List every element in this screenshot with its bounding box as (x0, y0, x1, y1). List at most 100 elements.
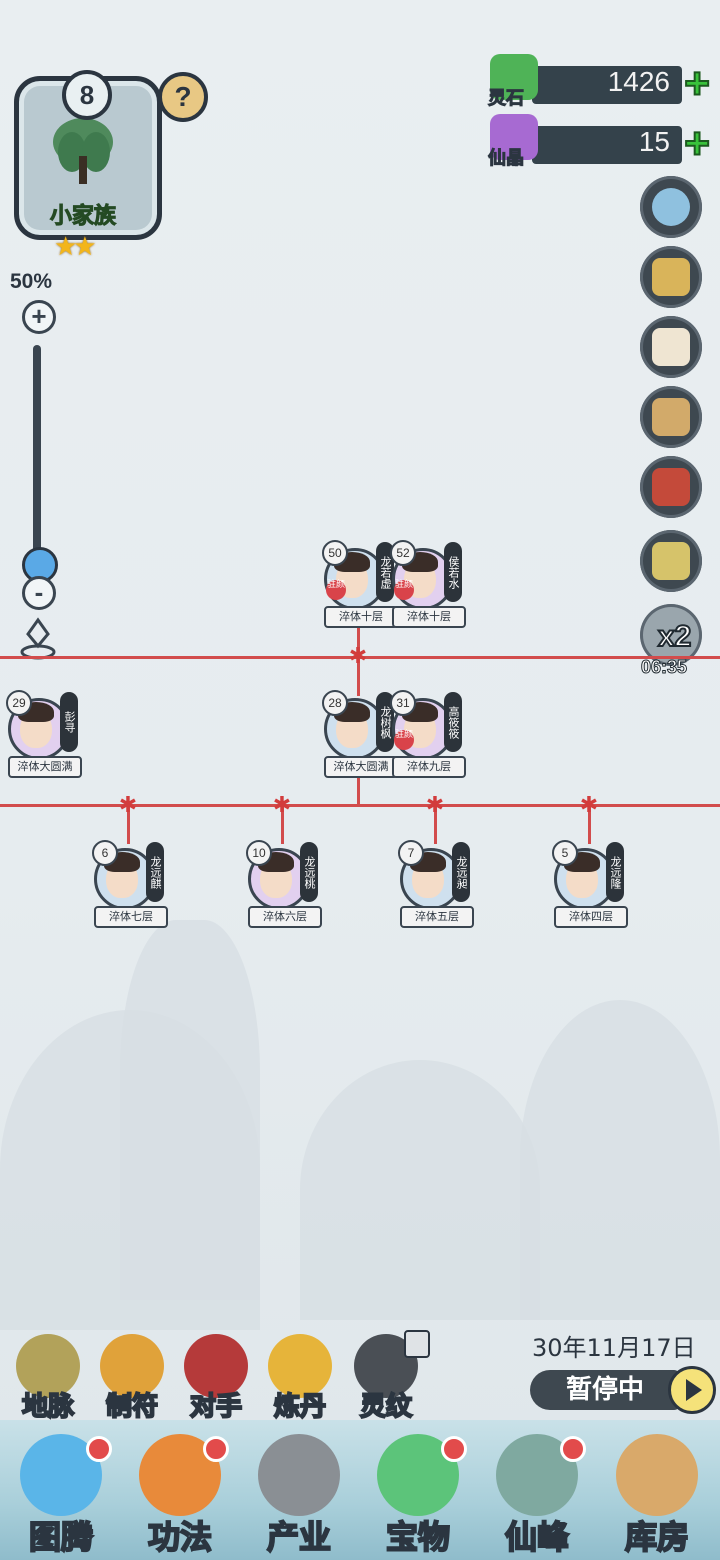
spirit-stone-counter: 灵石 1426 + (488, 54, 712, 110)
member-realm: 淬体四层 (554, 906, 628, 928)
member-realm: 淬体十层 (324, 606, 398, 628)
member-card[interactable]: 29 彭寻 淬体大圆满 (6, 688, 82, 778)
nav-label: 库房 (624, 1517, 690, 1557)
map-button[interactable] (640, 246, 702, 308)
tree-knot-icon: ✱ (579, 793, 599, 818)
zoom-in-button[interactable]: + (22, 300, 56, 334)
clan-name: 小家族 (49, 204, 116, 230)
book-button[interactable] (640, 456, 702, 518)
member-age: 29 (6, 690, 32, 716)
tree-line (127, 804, 130, 844)
scroll-button[interactable] (640, 386, 702, 448)
alchemy-button[interactable]: 炼丹 (262, 1330, 338, 1423)
member-seal: 驻颜 (326, 580, 346, 600)
speed-timer: 06:35 (640, 657, 688, 678)
member-realm: 淬体六层 (248, 906, 322, 928)
pause-control[interactable]: 暂停中 (530, 1366, 716, 1414)
member-name: 龙若虚 (376, 542, 394, 602)
currency-label: 仙晶 (488, 148, 525, 170)
play-icon[interactable] (668, 1366, 716, 1414)
add-spirit-stone-button[interactable]: + (683, 59, 711, 108)
add-immortal-crystal-button[interactable]: + (683, 119, 711, 168)
help-button[interactable]: ? (158, 72, 208, 122)
spirit-stone-icon (490, 54, 538, 100)
nav-label: 图腾 (28, 1517, 94, 1557)
tree-line (588, 804, 591, 844)
member-card[interactable]: 5 龙远隆 淬体四层 (552, 838, 628, 928)
member-realm: 淬体十层 (392, 606, 466, 628)
nav-label: 宝物 (385, 1517, 451, 1557)
nav-industry[interactable]: 产业 (240, 1428, 358, 1558)
currency-label: 灵石 (488, 88, 525, 110)
tree-line (0, 656, 720, 659)
spirit-pattern-button[interactable]: 灵纹 (348, 1330, 430, 1423)
notification-dot (86, 1436, 112, 1462)
counter-bar (532, 66, 682, 104)
speed-button[interactable] (640, 604, 702, 666)
member-card[interactable]: 50 龙若虚 驻颜 淬体十层 (322, 538, 398, 628)
nav-label: 仙峰 (504, 1517, 570, 1557)
member-name: 龙远桃 (300, 842, 318, 902)
treasure-bag-icon (616, 1434, 698, 1516)
earth-vein-icon (16, 1334, 80, 1398)
member-name: 高筱筱 (444, 692, 462, 752)
background-mountain (300, 1060, 540, 1320)
talisman-icon (100, 1334, 164, 1398)
immortal-crystal-icon (490, 114, 538, 160)
nav-label: 功法 (147, 1517, 213, 1557)
member-name: 龙远昶 (452, 842, 470, 902)
pause-status: 暂停中 (530, 1370, 680, 1410)
member-name: 龙树枫 (376, 692, 394, 752)
tree-line (357, 774, 360, 806)
member-card[interactable]: 10 龙远桃 淬体六层 (246, 838, 322, 928)
background-mountain (520, 1000, 720, 1320)
nav-treasure[interactable]: 宝物 (359, 1428, 477, 1558)
zoom-slider[interactable] (33, 345, 41, 567)
member-age: 6 (92, 840, 118, 866)
lock-icon (404, 1330, 430, 1358)
notification-dot (203, 1436, 229, 1462)
letter-button[interactable] (640, 316, 702, 378)
settings-button[interactable] (640, 176, 702, 238)
member-card[interactable]: 6 龙远麒 淬体七层 (92, 838, 168, 928)
member-name: 彭寻 (60, 692, 78, 752)
zoom-level: 50% (10, 270, 53, 293)
cauldron-icon (268, 1334, 332, 1398)
scroll-icon (652, 398, 690, 436)
member-age: 50 (322, 540, 348, 566)
tree-knot-icon: ✱ (118, 793, 138, 818)
member-age: 5 (552, 840, 578, 866)
earth-vein-button[interactable]: 地脉 (10, 1330, 86, 1423)
counter-bar (532, 126, 682, 164)
member-age: 7 (398, 840, 424, 866)
notification-dot (441, 1436, 467, 1462)
plaque-button[interactable] (640, 530, 702, 592)
talisman-button[interactable]: 制符 (94, 1330, 170, 1423)
bottom-nav-bar (0, 1420, 720, 1560)
mountain-hall-icon (258, 1434, 340, 1516)
rival-button[interactable]: 对手 (178, 1330, 254, 1423)
nav-storehouse[interactable]: 库房 (598, 1428, 716, 1558)
zoom-out-button[interactable]: - (22, 576, 56, 610)
member-seal: 驻颜 (394, 580, 414, 600)
action-label: 地脉 (21, 1391, 75, 1423)
member-card[interactable]: 52 侯若水 驻颜 淬体十层 (390, 538, 466, 628)
member-name: 龙远麒 (146, 842, 164, 902)
action-label: 制符 (105, 1391, 159, 1423)
tree-knot-icon: ✱ (272, 793, 292, 818)
nav-totem[interactable]: 图腾 (2, 1428, 120, 1558)
locate-icon[interactable] (18, 616, 58, 660)
member-card[interactable]: 7 龙远昶 淬体五层 (398, 838, 474, 928)
member-card[interactable]: 31 高筱筱 驻颜 淬体九层 (390, 688, 466, 778)
member-seal: 驻颜 (394, 730, 414, 750)
nav-peak[interactable]: 仙峰 (478, 1428, 596, 1558)
clan-stars: ★★ (54, 232, 97, 262)
member-realm: 淬体大圆满 (8, 756, 82, 778)
tree-line (281, 804, 284, 844)
game-date: 30年11月17日 (532, 1334, 696, 1362)
nav-technique[interactable]: 功法 (121, 1428, 239, 1558)
member-card[interactable]: 28 龙树枫 淬体大圆满 (322, 688, 398, 778)
rival-gate-icon (184, 1334, 248, 1398)
member-age: 31 (390, 690, 416, 716)
background-mountain (120, 920, 260, 1300)
